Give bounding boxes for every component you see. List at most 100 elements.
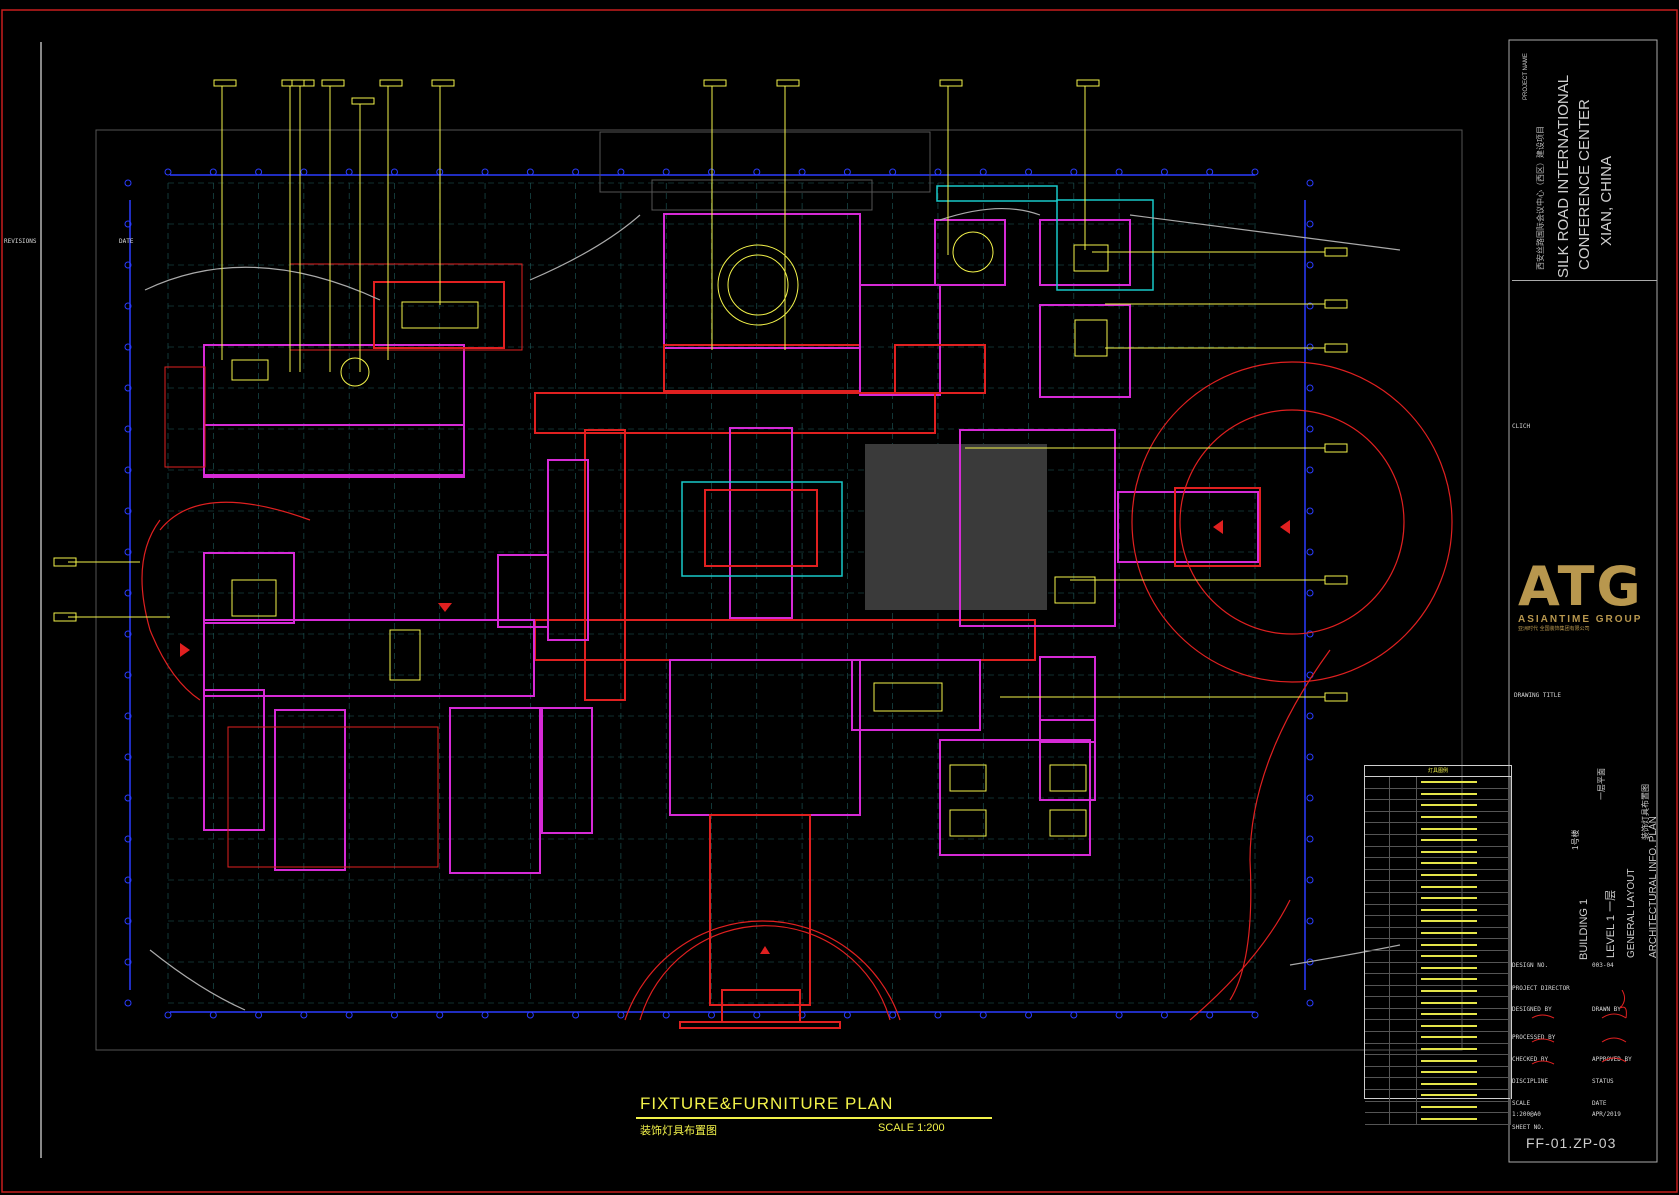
legend-cell bbox=[1365, 950, 1390, 962]
legend-cell bbox=[1417, 1055, 1511, 1066]
fixture-tag bbox=[1324, 692, 1348, 702]
legend-row bbox=[1365, 927, 1511, 940]
grid-bubble bbox=[300, 1011, 308, 1019]
fixture-tag bbox=[281, 79, 305, 87]
legend-cell bbox=[1417, 950, 1511, 962]
grid-bubble bbox=[481, 168, 489, 176]
company-name-cn: 亚洲时代 全国装饰集团有限公司 bbox=[1518, 626, 1590, 632]
legend-cell bbox=[1417, 962, 1511, 974]
legend-cell bbox=[1417, 927, 1511, 939]
legend-cell bbox=[1390, 823, 1417, 834]
legend-cell bbox=[1390, 892, 1417, 904]
grid-bubble bbox=[124, 220, 132, 228]
drawn-by-label: DRAWN BY bbox=[1592, 1006, 1621, 1013]
grid-bubble bbox=[124, 712, 132, 720]
legend-cell bbox=[1390, 1008, 1417, 1020]
sheet-number: FF-01.ZP-03 bbox=[1526, 1135, 1617, 1151]
company-logo-mark: ATG bbox=[1518, 555, 1643, 618]
legend-row bbox=[1365, 997, 1511, 1009]
grid-bubble bbox=[889, 1011, 897, 1019]
legend-cell bbox=[1365, 1020, 1390, 1032]
legend-cell bbox=[1390, 985, 1417, 997]
grid-bubble bbox=[1306, 384, 1314, 392]
design-no: 003-04 bbox=[1592, 962, 1614, 969]
legend-cell bbox=[1390, 904, 1417, 916]
grid-bubble bbox=[1306, 876, 1314, 884]
legend-cell bbox=[1417, 777, 1511, 788]
legend-cell bbox=[1417, 788, 1511, 800]
lighting-legend-table: 灯具图例 bbox=[1364, 765, 1512, 1125]
legend-cell bbox=[1390, 788, 1417, 800]
drawing-title-1: BUILDING 1 bbox=[1578, 898, 1590, 960]
grid-bubble bbox=[1306, 220, 1314, 228]
grid-bubble bbox=[1206, 168, 1214, 176]
grid-bubble bbox=[572, 1011, 580, 1019]
legend-cell bbox=[1417, 1101, 1511, 1113]
landscape-curves bbox=[141, 207, 1453, 1021]
fixture-tag bbox=[1324, 343, 1348, 353]
drawing-title-cn-2: 一层平面 bbox=[1597, 768, 1606, 800]
legend-cell bbox=[1390, 1055, 1417, 1066]
grid-bubble bbox=[1306, 343, 1314, 351]
grid-bubble bbox=[1306, 302, 1314, 310]
fixture-tag bbox=[321, 79, 345, 87]
legend-cell bbox=[1417, 997, 1511, 1008]
grid-bubble bbox=[1306, 261, 1314, 269]
grid-bubble bbox=[1160, 1011, 1168, 1019]
legend-row bbox=[1365, 950, 1511, 963]
project-name-label: PROJECT NAME bbox=[1523, 53, 1529, 100]
legend-row bbox=[1365, 1066, 1511, 1079]
legend-cell bbox=[1417, 904, 1511, 916]
grid-bubble bbox=[481, 1011, 489, 1019]
grid-bubble bbox=[934, 168, 942, 176]
project-director-label: PROJECT DIRECTOR bbox=[1512, 985, 1570, 992]
grid-bubble bbox=[1306, 179, 1314, 187]
entrance-arrows bbox=[180, 520, 1290, 954]
grid-bubble bbox=[345, 168, 353, 176]
grid-bubble bbox=[124, 917, 132, 925]
plan-subtitle: 装饰灯具布置图 bbox=[640, 1124, 717, 1137]
fixture-tag bbox=[703, 79, 727, 87]
legend-cell bbox=[1365, 1090, 1390, 1101]
grid-bubble bbox=[1306, 425, 1314, 433]
legend-cell bbox=[1417, 881, 1511, 892]
legend-cell bbox=[1365, 962, 1390, 974]
legend-row bbox=[1365, 974, 1511, 986]
grid-bubbles bbox=[124, 168, 1314, 1019]
grid-bubble bbox=[124, 302, 132, 310]
drawing-title-cn-3: 装饰灯具布置图 bbox=[1641, 784, 1650, 840]
fixture-tag bbox=[431, 79, 455, 87]
legend-cell bbox=[1365, 777, 1390, 788]
legend-cell bbox=[1390, 997, 1417, 1008]
status-label: STATUS bbox=[1592, 1078, 1614, 1085]
grid-bubble bbox=[1070, 168, 1078, 176]
grid-bubble bbox=[1115, 168, 1123, 176]
grid-bubble bbox=[124, 425, 132, 433]
legend-cell bbox=[1417, 1032, 1511, 1043]
legend-cell bbox=[1365, 800, 1390, 811]
legend-cell bbox=[1390, 800, 1417, 811]
grid-bubble bbox=[124, 630, 132, 638]
legend-cell bbox=[1365, 1078, 1390, 1090]
legend-cell bbox=[1365, 834, 1390, 846]
grid-bubble bbox=[1306, 753, 1314, 761]
legend-cell bbox=[1417, 1066, 1511, 1078]
grid-bubble bbox=[124, 261, 132, 269]
date-value: APR/2019 bbox=[1592, 1111, 1621, 1118]
plan-title: FIXTURE&FURNITURE PLAN bbox=[640, 1094, 894, 1113]
legend-cell bbox=[1390, 1066, 1417, 1078]
legend-cell bbox=[1390, 950, 1417, 962]
legend-cell bbox=[1390, 846, 1417, 858]
company-logo: ATG ASIANTIME GROUP 亚洲时代 全国装饰集团有限公司 bbox=[1518, 555, 1648, 633]
legend-cell bbox=[1417, 939, 1511, 950]
drawing-title-2: LEVEL 1 一层 bbox=[1605, 889, 1617, 958]
dark-atrium-block bbox=[865, 444, 1047, 610]
clich-label: CLICH bbox=[1512, 423, 1531, 430]
furniture-layout bbox=[231, 231, 1109, 837]
legend-cell bbox=[1365, 1113, 1390, 1124]
grid-bubble bbox=[124, 999, 132, 1007]
legend-row bbox=[1365, 788, 1511, 801]
grid-bubble bbox=[1070, 1011, 1078, 1019]
legend-cell bbox=[1417, 1113, 1511, 1124]
plan-scale: SCALE 1:200 bbox=[878, 1122, 945, 1134]
